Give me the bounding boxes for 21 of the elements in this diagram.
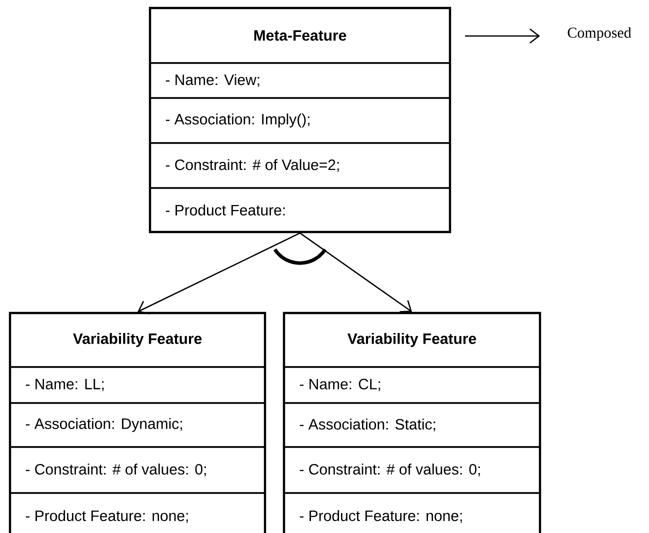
class-box <box>8 312 266 533</box>
attribute-text: - Association: Dynamic; <box>26 418 182 432</box>
attribute-text: - Name: View; <box>166 74 260 87</box>
attribute-text: - Name: LL; <box>26 378 104 392</box>
class-name: Variability Feature <box>73 333 202 347</box>
arrow <box>300 232 412 312</box>
attribute-text: - Product Feature: none; <box>300 510 462 523</box>
class-box <box>148 6 452 234</box>
legend-text: Composed <box>568 27 632 41</box>
attribute-text: - Product Feature: none; <box>26 510 188 523</box>
attribute-text: - Association: Static; <box>300 418 436 432</box>
class-name: Meta-Feature <box>254 30 346 41</box>
attribute-text: - Constraint: # of Value=2; <box>166 159 339 172</box>
attribute-text: - Constraint: # of values: 0; <box>26 464 206 476</box>
attribute-text: - Name: CL; <box>300 378 380 392</box>
arrow <box>138 232 300 314</box>
attribute-text: - Constraint: # of values: 0; <box>300 464 480 476</box>
attribute-text: - Product Feature: <box>166 204 285 216</box>
class-name: Variability Feature <box>348 333 476 347</box>
class-box <box>282 312 542 533</box>
attribute-text: - Association: Imply(); <box>166 114 310 128</box>
